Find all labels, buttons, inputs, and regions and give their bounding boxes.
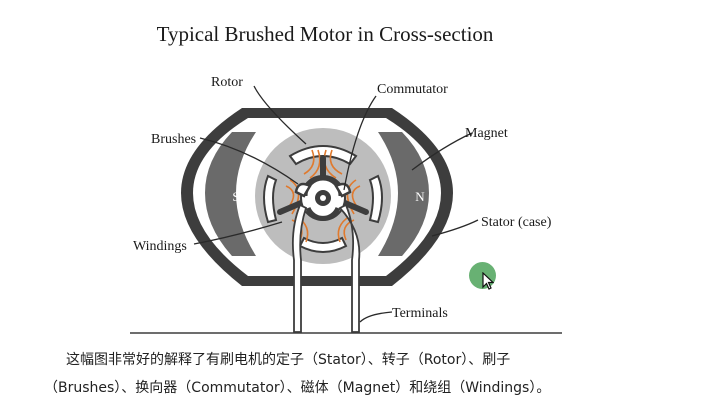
- brushes: [294, 182, 352, 198]
- caption-line-2: （Brushes）、换向器（Commutator）、磁体（Magnet）和绕组（…: [44, 380, 551, 396]
- rotor-pole-pieces: [263, 145, 383, 253]
- magnet-n: [378, 132, 429, 256]
- pole-s-label: S: [232, 189, 239, 204]
- label-rotor: Rotor: [211, 75, 243, 90]
- terminals: [291, 203, 361, 333]
- leader-lines: [193, 85, 479, 323]
- label-windings: Windings: [133, 239, 187, 254]
- diagram-title: Typical Brushed Motor in Cross-section: [156, 22, 494, 46]
- caption: 这幅图非常好的解释了有刷电机的定子（Stator）、转子（Rotor）、刷子 （…: [0, 346, 720, 402]
- magnet-s: [205, 132, 256, 256]
- cursor-arrow-icon: [482, 272, 494, 290]
- label-brushes: Brushes: [151, 132, 196, 147]
- label-commutator: Commutator: [377, 82, 448, 97]
- commutator: [300, 175, 346, 221]
- label-terminals: Terminals: [392, 306, 448, 321]
- caption-line-1: 这幅图非常好的解释了有刷电机的定子（Stator）、转子（Rotor）、刷子: [66, 352, 511, 368]
- pole-n-label: N: [415, 189, 425, 204]
- label-stator: Stator (case): [481, 215, 552, 230]
- label-magnet: Magnet: [465, 126, 508, 141]
